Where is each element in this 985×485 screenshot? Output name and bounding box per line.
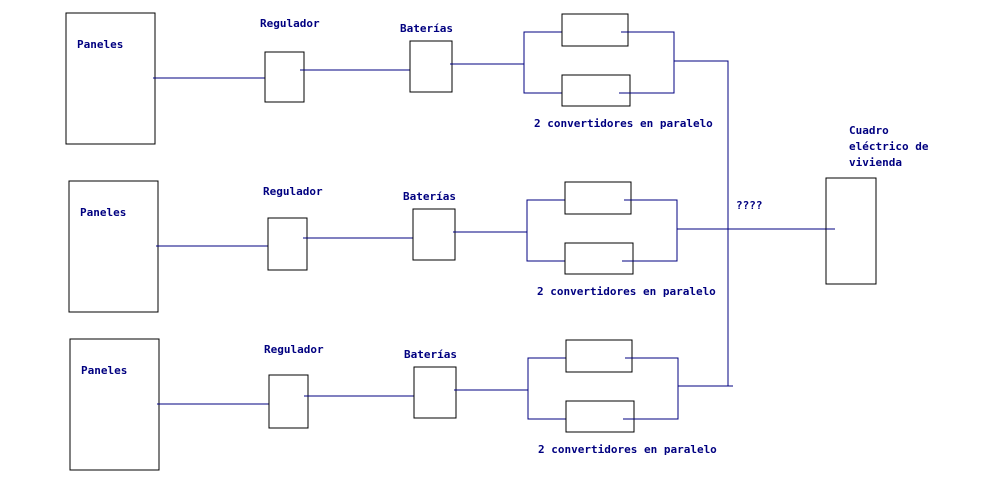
converter-bus-right-2 (622, 199, 678, 262)
converters-label-3: 2 convertidores en paralelo (538, 443, 717, 456)
converters-group-1 (523, 13, 675, 107)
converter-box-2a (564, 181, 632, 215)
converter-bus-right-3 (623, 357, 679, 420)
panels-label-3: Paneles (81, 364, 127, 377)
panels-label-1: Paneles (77, 38, 123, 51)
panels-label-2: Paneles (80, 206, 126, 219)
converter-bus-right-1 (619, 31, 675, 94)
chain-row-1: Paneles Regulador Baterías 2 convertidor… (65, 12, 729, 386)
batteries-label-1: Baterías (400, 22, 453, 35)
batteries-label-3: Baterías (404, 348, 457, 361)
house-panel: Cuadro eléctrico de vivienda (825, 124, 929, 285)
chain-row-2: Paneles Regulador Baterías 2 convertidor… (68, 180, 835, 313)
converter-bus-left-1 (523, 31, 575, 94)
converters-group-3 (527, 339, 679, 433)
converters-group-2 (526, 181, 678, 275)
wire-out-1 (674, 60, 729, 386)
converter-bus-left-3 (527, 357, 579, 420)
batteries-box-2 (412, 208, 456, 261)
batteries-box-3 (413, 366, 457, 419)
regulator-box-2 (267, 217, 308, 271)
regulator-label-1: Regulador (260, 17, 320, 30)
converter-box-2b (564, 242, 634, 275)
house-panel-label-line-2: eléctrico de (849, 140, 929, 153)
batteries-label-2: Baterías (403, 190, 456, 203)
converter-box-1b (561, 74, 631, 107)
regulator-label-3: Regulador (264, 343, 324, 356)
regulator-box-3 (268, 374, 309, 429)
regulator-box-1 (264, 51, 305, 103)
converter-box-3b (565, 400, 635, 433)
chain-row-3: Paneles Regulador Baterías 2 convertidor… (69, 338, 733, 471)
house-panel-box (825, 177, 877, 285)
panels-box-1 (65, 12, 156, 145)
house-panel-label-line-3: vivienda (849, 156, 902, 169)
converter-box-3a (565, 339, 633, 373)
unknown-connection-label: ???? (736, 199, 763, 212)
regulator-label-2: Regulador (263, 185, 323, 198)
house-panel-label-line-1: Cuadro (849, 124, 889, 137)
panels-box-2 (68, 180, 159, 313)
batteries-box-1 (409, 40, 453, 93)
converter-box-1a (561, 13, 629, 47)
converter-bus-left-2 (526, 199, 578, 262)
panels-box-3 (69, 338, 160, 471)
converters-label-2: 2 convertidores en paralelo (537, 285, 716, 298)
converters-label-1: 2 convertidores en paralelo (534, 117, 713, 130)
